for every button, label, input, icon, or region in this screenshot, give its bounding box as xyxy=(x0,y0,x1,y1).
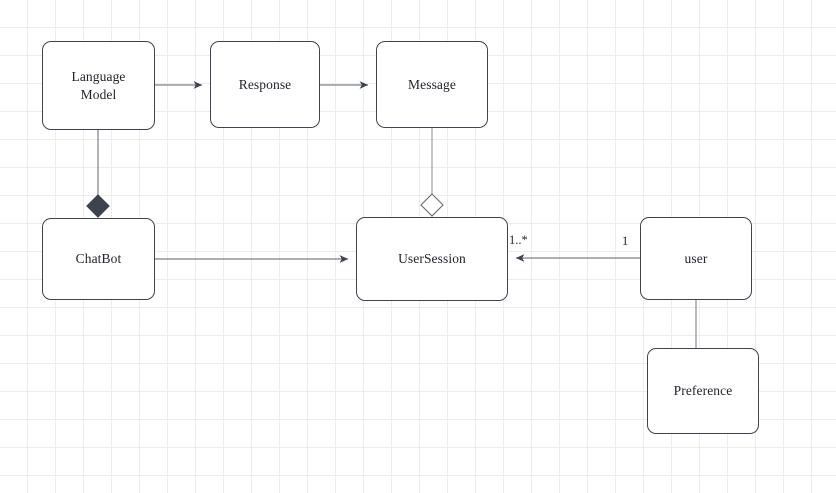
node-label-preference: Preference xyxy=(673,383,733,399)
node-user-session[interactable]: UserSession xyxy=(356,217,508,301)
node-preference[interactable]: Preference xyxy=(647,348,759,434)
node-label-chatbot: ChatBot xyxy=(75,251,122,267)
node-language-model[interactable]: Language Model xyxy=(42,41,155,130)
node-user[interactable]: user xyxy=(640,217,752,300)
edge-message-to-user-session xyxy=(420,128,444,217)
hollow-diamond-icon xyxy=(420,193,444,217)
node-label-response: Response xyxy=(238,76,292,92)
node-label-user: user xyxy=(684,250,708,266)
node-response[interactable]: Response xyxy=(210,41,320,128)
filled-diamond-icon xyxy=(86,194,110,218)
node-label-user-session: UserSession xyxy=(398,251,466,267)
node-chatbot[interactable]: ChatBot xyxy=(42,218,155,300)
multiplicity-label-user-session: 1..* xyxy=(509,233,528,247)
edge-language-model-to-chatbot xyxy=(86,130,110,218)
node-label-message: Message xyxy=(408,76,456,92)
node-message[interactable]: Message xyxy=(376,41,488,128)
node-label-language-model: Language Model xyxy=(71,68,126,102)
multiplicity-label-user: 1 xyxy=(622,234,629,248)
